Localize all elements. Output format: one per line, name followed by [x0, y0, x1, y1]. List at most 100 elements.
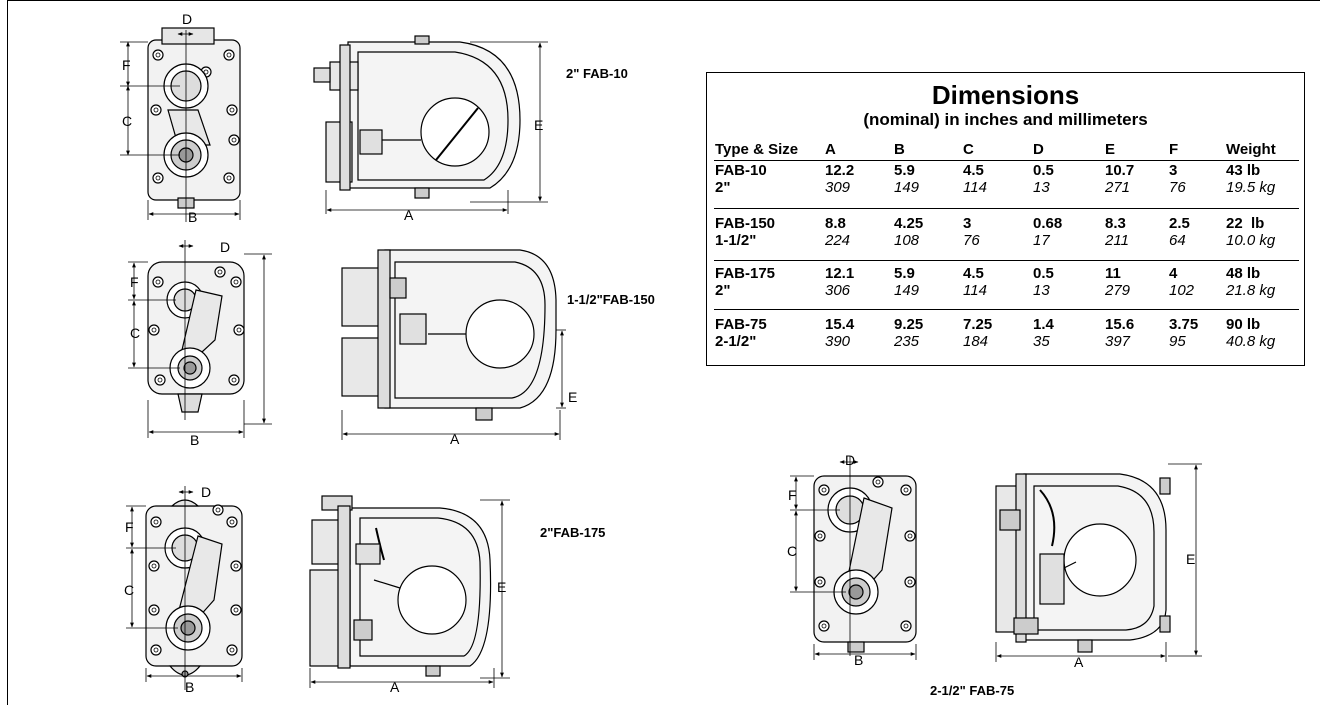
- cell-weight-kg: 21.8 kg: [1226, 282, 1276, 299]
- cell-c-mm: 114: [963, 282, 987, 299]
- cell-a-in: 12.2: [825, 162, 855, 179]
- cell-b-in: 5.9: [894, 265, 915, 282]
- cell-weight-kg: 40.8 kg: [1226, 333, 1276, 350]
- fab150-side-dimensions: [341, 329, 566, 440]
- fab175-dim-a: A: [390, 679, 400, 695]
- header-type-size: Type & Size: [715, 141, 799, 158]
- cell-weight-kg: 10.0 kg: [1226, 232, 1276, 249]
- cell-d-in: 0.5: [1033, 265, 1054, 282]
- fab10-dim-e: E: [534, 117, 543, 133]
- fab175-dim-c: C: [124, 582, 134, 598]
- frame-top-rule: [7, 0, 1320, 1]
- cell-c-in: 7.25: [963, 316, 993, 333]
- table-subtitle: (nominal) in inches and millimeters: [863, 110, 1148, 129]
- fab175-dim-f: F: [125, 519, 134, 535]
- cell-c-mm: 76: [963, 232, 980, 249]
- table-title: Dimensions: [931, 80, 1080, 110]
- fab10-dim-b: B: [188, 209, 197, 225]
- fab75-front-view: [813, 475, 917, 653]
- header-b: B: [894, 141, 905, 158]
- row-type: FAB-175: [715, 265, 776, 282]
- cell-e-in: 10.7: [1105, 162, 1135, 179]
- row-rule: [714, 260, 1299, 261]
- cell-b-mm: 235: [894, 333, 920, 350]
- cell-weight-kg: 19.5 kg: [1226, 179, 1276, 196]
- cell-a-in: 8.8: [825, 215, 846, 232]
- fab175-side-dimensions: [309, 499, 510, 688]
- fab175-dim-b: B: [185, 679, 194, 695]
- cell-d-in: 1.4: [1033, 316, 1054, 333]
- frame-left-rule: [7, 0, 8, 705]
- cell-f-mm: 76: [1169, 179, 1186, 196]
- cell-e-in: 11: [1105, 265, 1121, 282]
- fab75-dim-f: F: [788, 487, 797, 503]
- cell-weight-lb: 48 lb: [1226, 265, 1261, 282]
- fab10-front-view: [147, 27, 241, 209]
- cell-d-mm: 35: [1033, 333, 1050, 350]
- cell-c-in: 4.5: [963, 162, 984, 179]
- header-e: E: [1105, 141, 1116, 158]
- cell-c-mm: 114: [963, 179, 987, 196]
- cell-a-mm: 306: [825, 282, 851, 299]
- fab175-side-view: [309, 495, 492, 677]
- fab10-side-view: [313, 35, 521, 199]
- dimensions-table: Dimensions (nominal) in inches and milli…: [706, 72, 1305, 366]
- fab75-dim-e: E: [1186, 551, 1195, 567]
- cell-b-in: 4.25: [894, 215, 924, 232]
- cell-a-mm: 224: [825, 232, 851, 249]
- cell-d-in: 0.68: [1033, 215, 1063, 232]
- fab150-dim-c: C: [130, 325, 140, 341]
- cell-e-in: 8.3: [1105, 215, 1126, 232]
- cell-e-in: 15.6: [1105, 316, 1135, 333]
- cell-f-in: 3.75: [1169, 316, 1199, 333]
- row-size: 2": [715, 179, 731, 196]
- cell-weight-lb: 22 lb: [1226, 215, 1265, 232]
- fab10-dim-f: F: [122, 57, 131, 73]
- cell-f-in: 2.5: [1169, 215, 1190, 232]
- cell-c-in: 3: [963, 215, 972, 232]
- model-label-fab75: 2-1/2" FAB-75: [930, 683, 1015, 698]
- fab175-front-dimensions: [126, 486, 243, 690]
- cell-e-mm: 271: [1105, 179, 1131, 196]
- model-label-fab175: 2"FAB-175: [540, 525, 606, 540]
- cell-e-mm: 397: [1105, 333, 1131, 350]
- header-rule: [714, 160, 1299, 161]
- row-rule: [714, 208, 1299, 209]
- fab75-front-dimensions: [790, 456, 917, 660]
- fab150-dim-e: E: [568, 389, 577, 405]
- fab75-side-dimensions: [995, 463, 1202, 662]
- fab75-dim-b: B: [854, 652, 863, 668]
- cell-e-mm: 279: [1105, 282, 1131, 299]
- cell-c-mm: 184: [963, 333, 989, 350]
- row-size: 1-1/2": [715, 232, 757, 249]
- fab150-side-view: [341, 249, 557, 421]
- cell-a-in: 15.4: [825, 316, 855, 333]
- row-type: FAB-75: [715, 316, 767, 333]
- fab150-dim-b: B: [190, 432, 199, 448]
- header-d: D: [1033, 141, 1044, 158]
- fab150-dim-d: D: [220, 239, 230, 255]
- row-size: 2-1/2": [715, 333, 757, 350]
- fab175-dim-d: D: [201, 484, 211, 500]
- cell-a-in: 12.1: [825, 265, 855, 282]
- fab75-dim-d: D: [845, 452, 855, 468]
- cell-c-in: 4.5: [963, 265, 984, 282]
- cell-b-mm: 108: [894, 232, 920, 249]
- fab175-dim-e: E: [497, 579, 506, 595]
- cell-d-mm: 17: [1033, 232, 1050, 249]
- fab75-dim-c: C: [787, 543, 797, 559]
- fab75-side-view: [995, 473, 1171, 653]
- fab150-front-view: [147, 261, 245, 413]
- model-label-fab150: 1-1/2"FAB-150: [567, 292, 655, 307]
- row-type: FAB-150: [715, 215, 776, 232]
- header-a: A: [825, 141, 836, 158]
- cell-weight-lb: 90 lb: [1226, 316, 1261, 333]
- fab175-front-view: [145, 499, 243, 678]
- cell-b-in: 5.9: [894, 162, 915, 179]
- cell-weight-lb: 43 lb: [1226, 162, 1261, 179]
- row-type: FAB-10: [715, 162, 767, 179]
